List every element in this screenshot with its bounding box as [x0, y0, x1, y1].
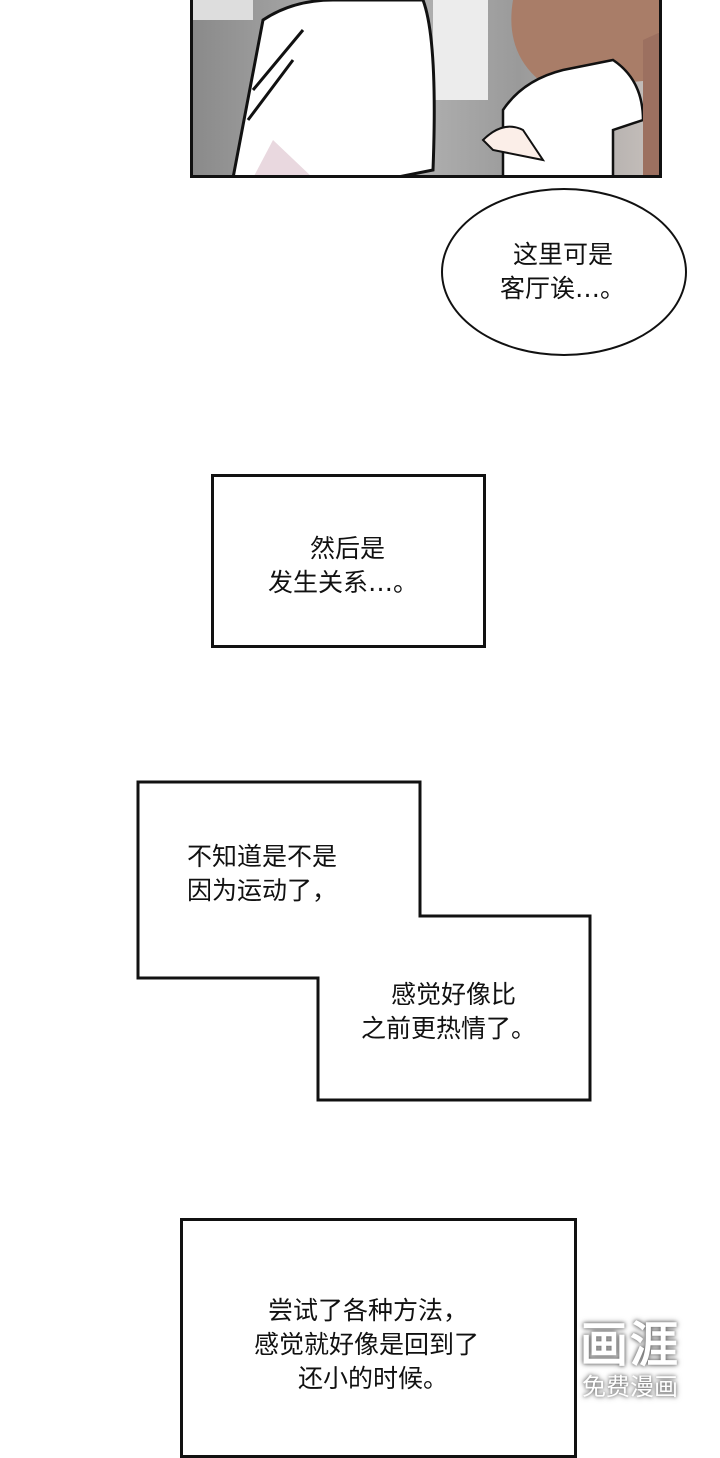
text-line: 之前更热情了。	[361, 1014, 537, 1043]
narration-text-2b: 感觉好像比 之前更热情了。	[361, 978, 536, 1046]
narration-text-2a: 不知道是不是 因为运动了，	[187, 840, 337, 908]
text-line: 感觉就好像是回到了	[254, 1330, 480, 1359]
watermark-logo: 画涯 免费漫画	[580, 1318, 680, 1402]
text-line: 感觉好像比	[391, 980, 517, 1009]
text-line: 客厅诶…。	[500, 274, 626, 303]
text-line: 尝试了各种方法，	[268, 1296, 469, 1325]
text-line: 不知道是不是	[187, 842, 338, 871]
narration-box-1	[211, 474, 486, 648]
narration-text-1: 然后是 发生关系…。	[268, 532, 418, 600]
narration-box-3	[180, 1218, 577, 1458]
text-line: 这里可是	[513, 240, 614, 269]
watermark-tagline: 免费漫画	[581, 1373, 678, 1401]
speech-bubble	[441, 188, 687, 356]
text-line: 然后是	[310, 534, 386, 563]
comic-panel-illustration	[190, 0, 662, 178]
watermark-logo-text: 画涯	[579, 1317, 680, 1373]
comic-artwork	[193, 0, 659, 175]
text-line: 因为运动了，	[187, 876, 338, 905]
text-line: 发生关系…。	[268, 568, 419, 597]
narration-text-3: 尝试了各种方法， 感觉就好像是回到了 还小的时候。	[254, 1294, 479, 1396]
text-line: 还小的时候。	[298, 1364, 449, 1393]
speech-bubble-text: 这里可是 客厅诶…。	[500, 238, 625, 306]
